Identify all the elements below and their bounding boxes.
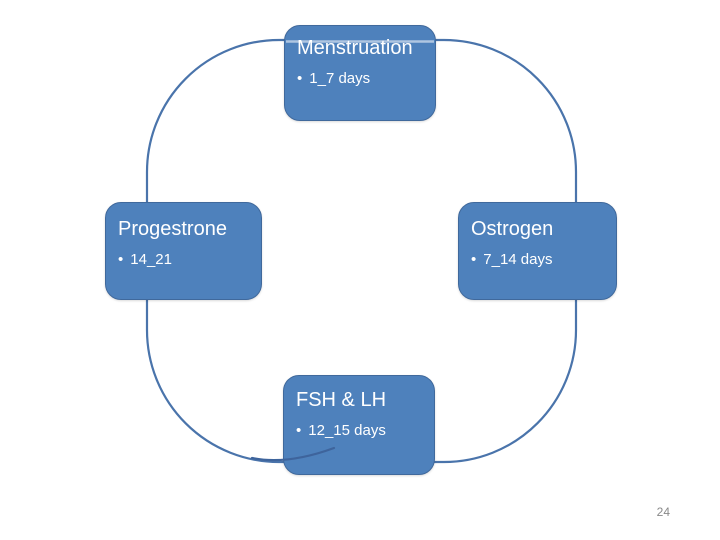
bullet-marker-icon: • — [471, 251, 477, 268]
bullet-marker-icon: • — [297, 70, 303, 87]
page-number: 24 — [656, 505, 670, 519]
node-bullet-line: • 7_14 days — [471, 250, 604, 270]
node-title: Ostrogen — [471, 218, 554, 240]
cycle-node-menstruation: Menstruation • 1_7 days — [284, 25, 436, 121]
node-bullet-text: 7_14 days — [483, 251, 553, 268]
node-title: FSH & LH — [296, 389, 387, 411]
node-bullet-text: 14_21 — [130, 251, 172, 268]
cycle-node-progestrone: Progestrone • 14_21 — [105, 202, 262, 300]
node-title: Menstruation — [297, 37, 413, 59]
node-bullet-text: 12_15 days — [308, 422, 386, 439]
bullet-marker-icon: • — [296, 422, 302, 439]
cycle-node-ostrogen: Ostrogen • 7_14 days — [458, 202, 617, 300]
bullet-marker-icon: • — [118, 251, 124, 268]
cycle-node-fsh-lh: FSH & LH • 12_15 days — [283, 375, 435, 475]
node-bullet-line: • 1_7 days — [297, 69, 423, 89]
node-title: Progestrone — [118, 218, 227, 240]
node-bullet-line: • 12_15 days — [296, 421, 422, 441]
node-bullet-text: 1_7 days — [309, 70, 371, 87]
node-bullet-line: • 14_21 — [118, 250, 249, 270]
